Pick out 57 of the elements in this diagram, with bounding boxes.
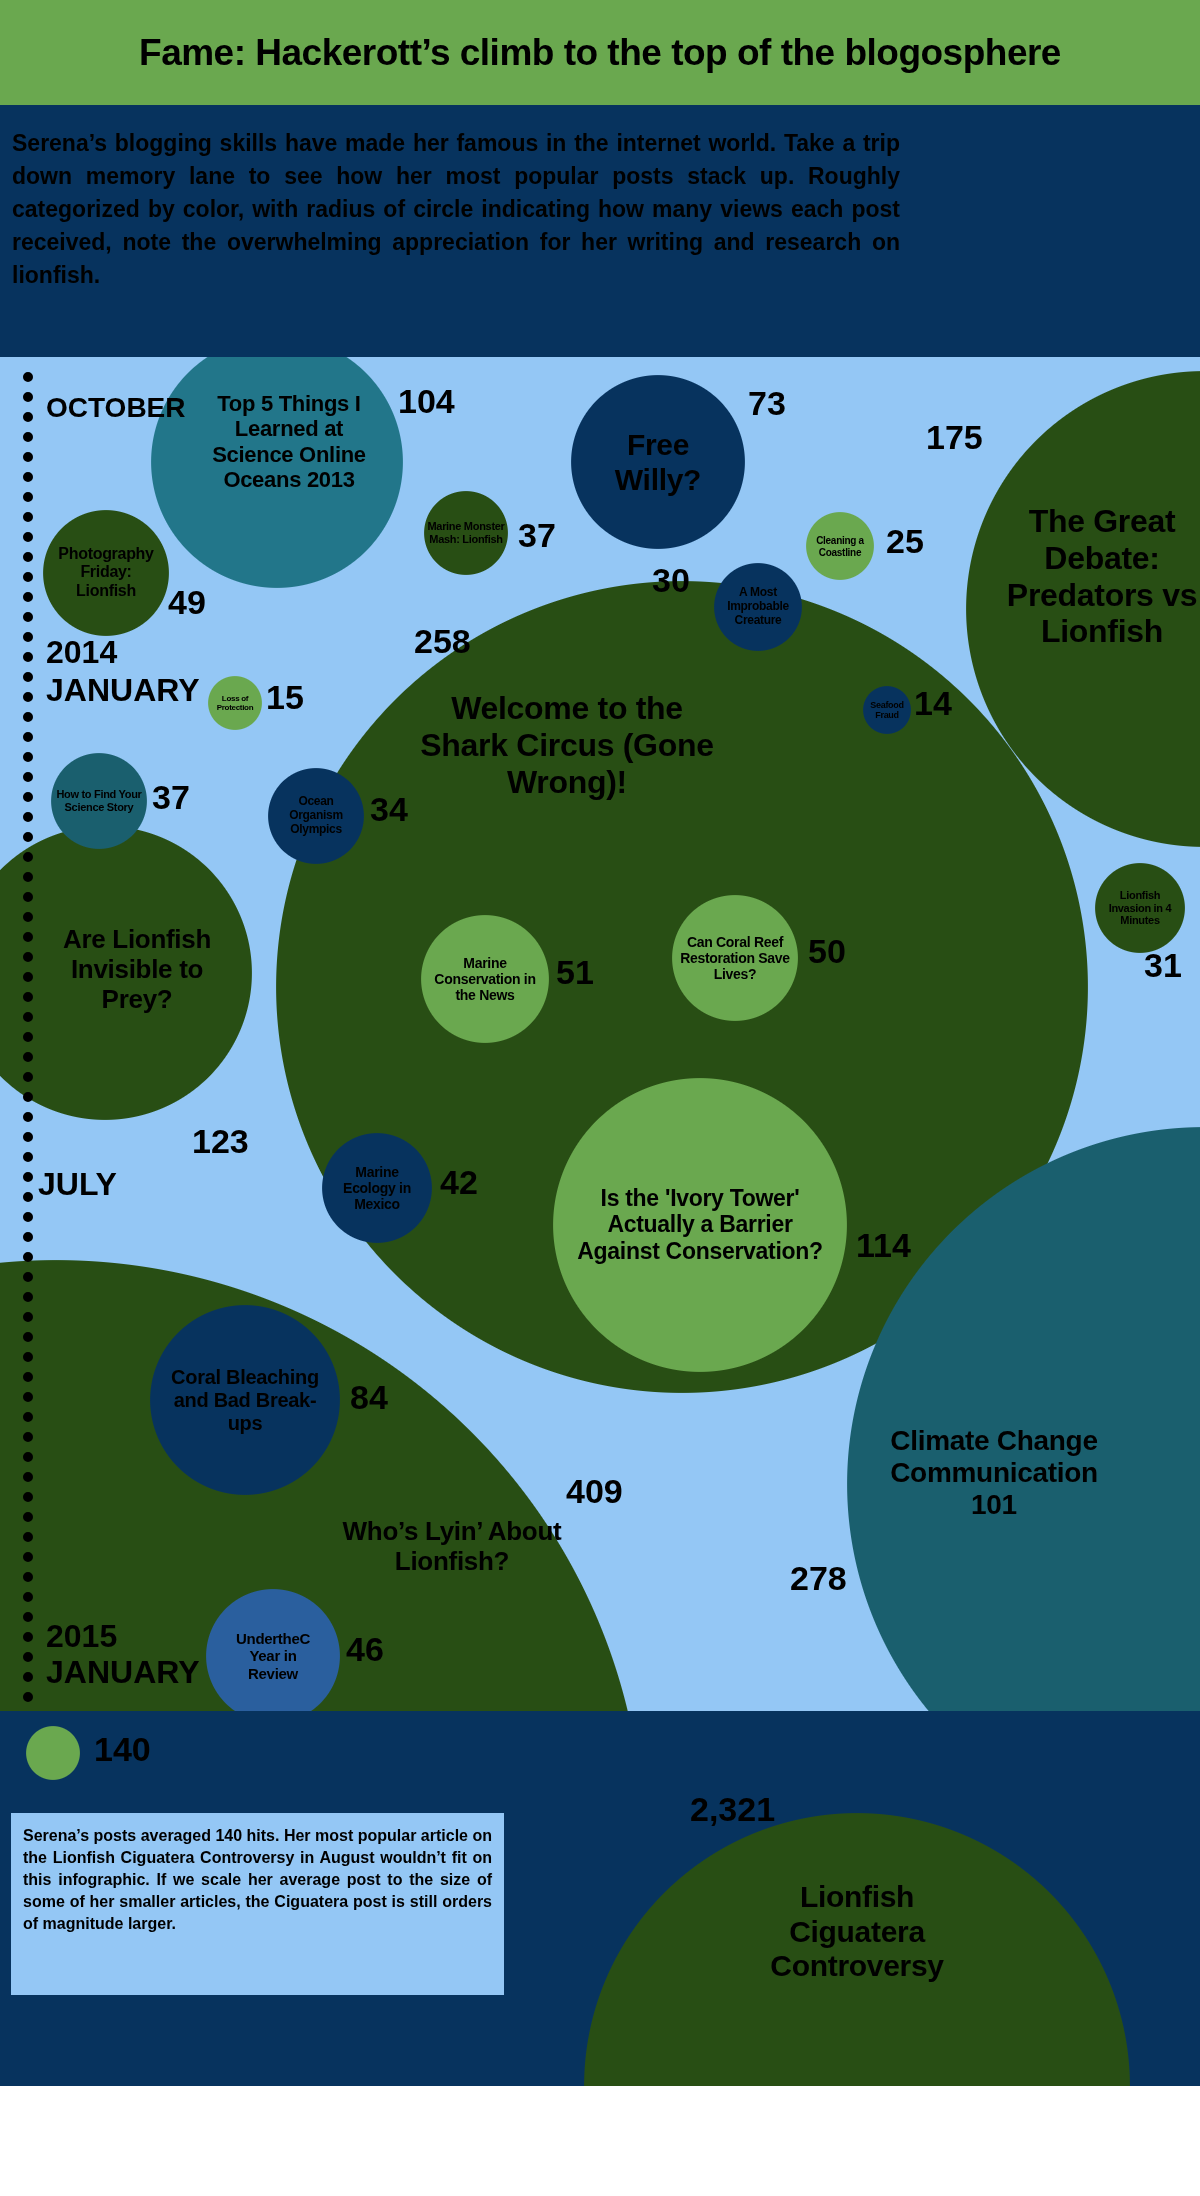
view-count: 278 <box>790 1561 847 1595</box>
post-title: UndertheC Year in Review <box>235 1630 311 1682</box>
post-title: Lionfish Ciguatera Controversy <box>769 1880 945 1984</box>
view-count: 175 <box>926 420 983 454</box>
post-bubble <box>208 676 262 730</box>
timeline-label: OCTOBER <box>46 394 186 422</box>
view-count: 37 <box>518 518 556 552</box>
post-title: Ocean Organism Olympics <box>288 795 344 837</box>
view-count: 140 <box>94 1732 151 1766</box>
view-count: 104 <box>398 384 455 418</box>
view-count: 49 <box>168 585 206 619</box>
view-count: 258 <box>414 624 471 658</box>
timeline-label: JULY <box>38 1168 117 1200</box>
post-title: Is the 'Ivory Tower' Actually a Barrier Against Conservation? <box>576 1185 824 1265</box>
post-title: How to Find Your Science Story <box>56 788 142 814</box>
view-count: 31 <box>1144 948 1182 982</box>
view-count: 51 <box>556 955 594 989</box>
post-title: Free Willy? <box>613 427 703 497</box>
timeline-label: JANUARY <box>46 1656 200 1688</box>
note-box <box>11 1813 504 1995</box>
view-count: 46 <box>346 1632 384 1666</box>
post-title: Top 5 Things I Learned at Science Online Oceans 2013 <box>211 391 367 493</box>
post-title: Marine Conservation in the News <box>433 954 537 1004</box>
post-title: A Most Improbable Creature <box>726 586 790 628</box>
timeline-label: JANUARY <box>46 674 200 706</box>
post-title: Marine Monster Mash: Lionfish <box>427 520 505 546</box>
post-title: Coral Bleaching and Bad Break-ups <box>170 1365 320 1435</box>
post-title: Photography Friday: Lionfish <box>57 545 155 601</box>
view-count: 84 <box>350 1380 388 1414</box>
post-title: Can Coral Reef Restoration Save Lives? <box>679 933 791 983</box>
view-count: 73 <box>748 386 786 420</box>
timeline-label: 2014 <box>46 636 118 668</box>
view-count: 409 <box>566 1474 623 1508</box>
view-count: 123 <box>192 1124 249 1158</box>
post-title: Loss of Protection <box>215 693 255 713</box>
post-title: Welcome to the Shark Circus (Gone Wrong)! <box>419 689 715 801</box>
view-count: 15 <box>266 680 304 714</box>
view-count: 25 <box>886 524 924 558</box>
view-count: 37 <box>152 780 190 814</box>
post-title: The Great Debate: Predators vs Lionfish <box>1005 503 1199 651</box>
view-count: 14 <box>914 686 952 720</box>
view-count: 50 <box>808 934 846 968</box>
post-title: Marine Ecology in Mexico <box>342 1163 412 1213</box>
view-count: 2,321 <box>690 1792 776 1826</box>
post-title: Lionfish Invasion in 4 Minutes <box>1107 889 1173 927</box>
post-bubble <box>863 686 911 734</box>
post-title: Climate Change Communication 101 <box>889 1424 1099 1522</box>
view-count: 114 <box>856 1228 911 1262</box>
title: Fame: Hackerott’s climb to the top of the blogosphere <box>139 31 1061 74</box>
post-title: Seafood Fraud <box>869 699 905 721</box>
view-count: 34 <box>370 792 408 826</box>
intro-text: Serena’s blogging skills have made her famous in the internet world. Take a trip down memory lane to see how her most popular posts stack up. Roughly categorized by color, with radius of circle indicating how many views each post received, note the overwhelming appreciation for her writing and research on lionfish. <box>12 129 900 290</box>
post-title: Are Lionfish Invisible to Prey? <box>61 925 213 1015</box>
post-title: Cleaning a Coastline <box>815 534 865 558</box>
timeline-label: 2015 <box>46 1620 118 1652</box>
view-count: 42 <box>440 1165 478 1199</box>
note-text: Serena’s posts averaged 140 hits. Her most popular article on the Lionfish Ciguatera Controversy in August wouldn’t fit on this infographic. If we scale her average post to the size of some of her smaller articles, the Ciguatera post is still orders of magnitude larger. <box>23 1826 492 1934</box>
